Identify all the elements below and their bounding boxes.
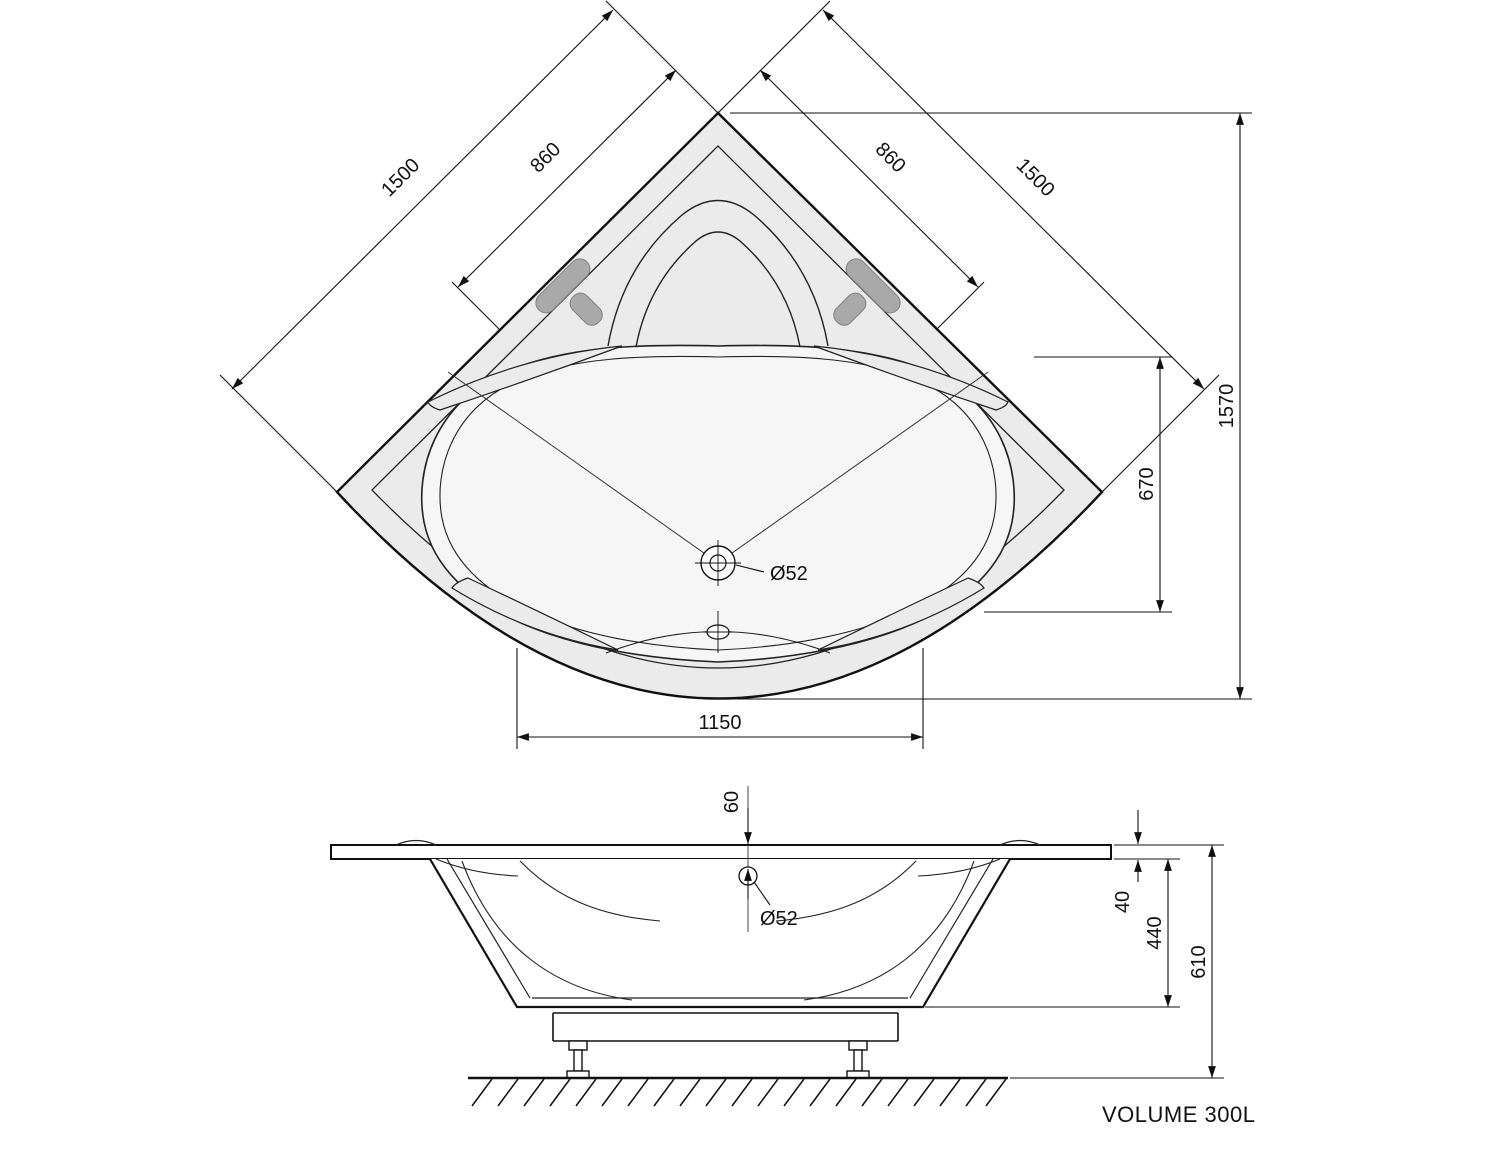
dim-label-860-left: 860: [526, 138, 565, 177]
rim-bump-right: [999, 839, 1041, 846]
ground-hatch: [471, 1078, 1007, 1107]
dim-label-670: 670: [1136, 467, 1158, 500]
headrest-inner-arc: [635, 231, 801, 348]
basin-fold-lines: [447, 371, 989, 564]
dim-line-860-left: [457, 69, 677, 288]
tub-top-view: [335, 111, 1104, 700]
dim-label-40: 40: [1112, 891, 1134, 913]
drain-label-top: Ø52: [770, 563, 808, 585]
armrest-lower-right: [817, 577, 985, 651]
shell-outline: [429, 858, 1011, 1009]
dim-label-1500-right: 1500: [1012, 154, 1059, 201]
interior-profile-lines: [435, 858, 1001, 1001]
dim-label-1570: 1570: [1216, 384, 1238, 429]
dim-label-860-right: 860: [871, 138, 910, 177]
dim-label-610: 610: [1188, 945, 1210, 978]
overflow-symbol: [703, 611, 733, 653]
dim-label-1500-left: 1500: [377, 154, 424, 201]
rim-section: [330, 844, 1112, 860]
volume-label: VOLUME 300L: [1102, 1102, 1255, 1127]
drain-leader-top: [735, 564, 765, 573]
support-frame: [552, 1012, 899, 1042]
drain-leader-side: [753, 881, 771, 906]
basin-outline: [420, 344, 1016, 663]
drain-symbol: [695, 540, 741, 586]
armrest-lower-left: [451, 577, 619, 651]
rim-bump-left: [395, 839, 437, 846]
extension-lines-side: [925, 844, 1224, 1079]
drain-label-side: Ø52: [760, 908, 798, 930]
dim-label-440: 440: [1144, 916, 1166, 949]
top-view-dimensions: [219, 0, 1252, 749]
tub-side-view: [330, 786, 1112, 1107]
dim-label-1150: 1150: [698, 712, 741, 734]
shell-inner-lines: [446, 858, 994, 999]
side-view-dimensions: [744, 808, 1224, 1079]
dim-label-60: 60: [721, 791, 743, 813]
dim-line-1500-right: [822, 9, 1205, 390]
support-leg-left: [566, 1040, 590, 1079]
basin-inner-line: [439, 355, 997, 651]
support-leg-right: [846, 1040, 870, 1079]
